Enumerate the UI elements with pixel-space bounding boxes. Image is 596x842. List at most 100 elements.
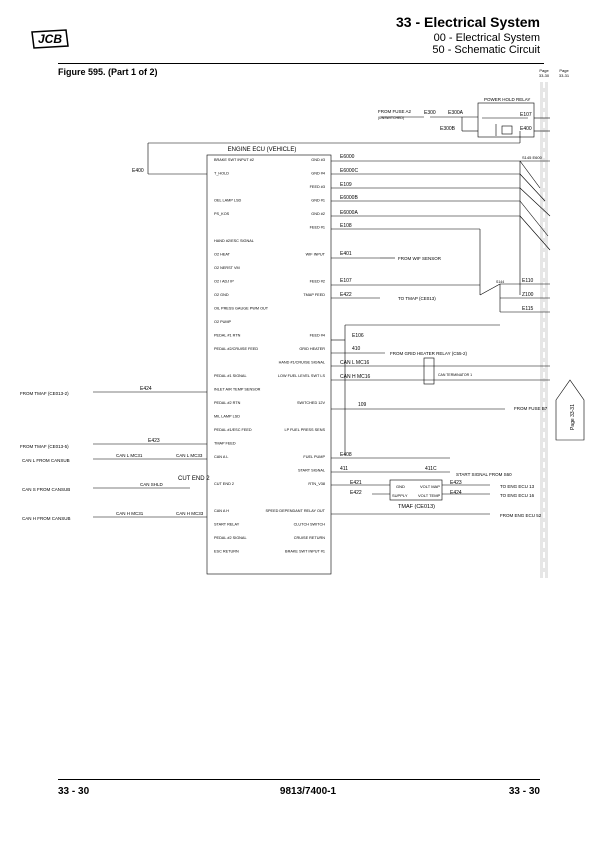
ecu-left-pin: T_HOLD — [214, 172, 229, 176]
ecu-left-pin: INLET AIR TEMP SENSOR — [214, 388, 261, 392]
logo-text: JCB — [38, 32, 62, 46]
wire-E107: E107 — [340, 278, 352, 284]
wire-411C: 411C — [425, 466, 437, 472]
section-subtitle: 00 - Electrical System — [433, 32, 540, 44]
wire-E115: E115 — [522, 306, 534, 312]
wire-E300B: E300B — [440, 126, 456, 132]
label-can-h-mc33: CAN H MC33 — [176, 511, 204, 516]
tmaf-box — [389, 479, 443, 501]
ecu-right-pin: GND #1 — [311, 199, 325, 203]
ecu-left-pin: O2 NERST VM — [214, 266, 240, 270]
page-tab-left-label: Page — [539, 68, 549, 73]
page-tab-right-label: Page — [559, 68, 569, 73]
ecu-left-pin: PS_KOS — [214, 212, 230, 216]
wire-411: 411 — [340, 466, 348, 472]
label-from-tmaf-2: FROM TMAF (CE013-2) — [20, 391, 69, 396]
wire-E423-b: E423 — [450, 480, 462, 486]
ecu-left-pin: O2 I ADJ IP — [214, 280, 234, 284]
label-can-l-mc31: CAN L MC31 — [116, 453, 143, 458]
ecu-right-pin: FEED #1 — [310, 226, 325, 230]
ecu-left-pin: CAN A L — [214, 455, 228, 459]
label-to-eng-ecu-16: TO ENG ECU 16 — [500, 493, 535, 498]
ecu-left-pin: START RELAY — [214, 523, 240, 527]
ecu-right-pin: GND #2 — [311, 212, 325, 216]
page-tab-right[interactable]: Page 33-31 — [554, 68, 574, 78]
wire-E424-b: E424 — [450, 490, 462, 496]
label-can-h-mc31: CAN H MC31 — [116, 511, 144, 516]
footer-rule — [58, 779, 540, 780]
label-volt-map: VOLT MAP — [420, 484, 440, 489]
wire-E300A: E300A — [448, 110, 464, 116]
label-fuse-b7: FROM FUSE B7 — [514, 406, 548, 411]
wire-E422: E422 — [340, 292, 352, 298]
ecu-right-pin: FEED #3 — [310, 185, 325, 189]
ecu-left-pin: O2 GND — [214, 293, 229, 297]
label-volt-temp: VOLT TEMP — [418, 493, 441, 498]
ecu-left-pin: TMAP FEED — [214, 442, 236, 446]
label-terminator: CAN TERMINATOR 1 — [438, 373, 472, 377]
splice-e600: S145 E600 — [522, 155, 543, 160]
label-from-tmaf-5: FROM TMAF (CE013-5) — [20, 444, 69, 449]
ecu-left-pin: ESC RETURN — [214, 550, 239, 554]
page-tab-left[interactable]: Page 33-30 — [534, 68, 554, 78]
ecu-right-pin: START SIGNAL — [298, 469, 325, 473]
label-fuse-a2: FROM FUSE A2 — [378, 109, 412, 114]
footer-doc-number: 9813/7400-1 — [279, 786, 337, 797]
label-supply: SUPPLY — [392, 493, 408, 498]
wire-E6000B: E6000B — [340, 195, 358, 201]
jcb-logo: JCB — [30, 28, 70, 55]
ecu-left-pin: PEDAL #2/CRUISE FEED — [214, 347, 258, 351]
wire-E109: E109 — [340, 182, 352, 188]
ecu-box — [206, 154, 332, 575]
ecu-left-pin: HAND #2/ESC SIGNAL — [214, 239, 254, 243]
wire-E6000A: E6000A — [340, 210, 358, 216]
ecu-left-pin: CUT END 2 — [214, 482, 234, 486]
ecu-right-pin: GND #3 — [311, 158, 325, 162]
label-power-hold-relay: POWER HOLD RELAY — [484, 97, 530, 102]
ecu-right-pin: SPEED DEPENDANT RELAY OUT — [265, 509, 325, 513]
figure-caption: Figure 595. (Part 1 of 2) — [58, 67, 158, 77]
label-page-ref[interactable]: Page 33-31 — [570, 404, 576, 430]
wire-E408: E408 — [340, 452, 352, 458]
ecu-right-pin: TMAP FEED — [303, 293, 325, 297]
ecu-right-pin: RTN_V38 — [308, 482, 325, 486]
label-from-wif: FROM WIF SENSOR — [398, 256, 442, 261]
ecu-right-pin: FEED #4 — [310, 334, 325, 338]
ecu-right-pin: GRID HEATER — [299, 347, 325, 351]
page-tab-left-value: 33-30 — [538, 73, 550, 78]
label-can-l-from: CAN L FROM CANSUB — [22, 458, 70, 463]
wire-E400-left: E400 — [132, 168, 144, 174]
ecu-title: ENGINE ECU (VEHICLE) — [228, 147, 297, 153]
ecu-right-pin: HAND #1/CRUISE SIGNAL — [279, 361, 325, 365]
footer-page-right: 33 - 30 — [508, 786, 540, 797]
ecu-right-pin: LP FUEL PRESS SENS — [284, 428, 325, 432]
label-grid-heater: FROM GRID HEATER RELAY (C55-2) — [390, 351, 468, 356]
label-tmaf: TMAF (CE013) — [398, 504, 435, 510]
ecu-right-pin: FEED #2 — [310, 280, 325, 284]
page-tabs: Page 33-30 Page 33-31 — [534, 68, 574, 82]
label-to-eng-ecu-13: TO ENG ECU 13 — [500, 484, 535, 489]
ecu-left-pin: O2 PUMP — [214, 320, 232, 324]
ecu-left-pin: PEDAL #2 SIGNAL — [214, 536, 247, 540]
ecu-left-pin: OEL LAMP LSD — [214, 199, 241, 203]
ecu-left-pin: OIL PRESS GAUGE PWM OUT — [214, 307, 269, 311]
label-can-shld: CAN SHLD — [140, 482, 164, 487]
wire-E108: E108 — [340, 223, 352, 229]
wire-E110: E110 — [522, 278, 534, 284]
ecu-left-pin: PEDAL #1/ESC FEED — [214, 428, 252, 432]
ecu-right-pin: BRAKE SWT INPUT #1 — [285, 550, 325, 554]
label-can-h-from: CAN H FROM CANSUB — [22, 516, 71, 521]
ecu-left-pin: O2 HEAT — [214, 253, 231, 257]
section-title: 33 - Electrical System — [396, 14, 540, 30]
wire-E107-top: E107 — [520, 112, 532, 118]
wire-E106: E106 — [352, 333, 364, 339]
wire-E422-b: E422 — [350, 490, 362, 496]
wire-E400-top: E400 — [520, 126, 532, 132]
label-cut-end-2: CUT END 2 — [178, 476, 210, 482]
ecu-left-pin: PEDAL #1 SIGNAL — [214, 374, 247, 378]
splice-s144: S144 — [496, 280, 504, 284]
ecu-right-pin: GND #4 — [311, 172, 325, 176]
ecu-left-pin: BRAKE SWT INPUT #2 — [214, 158, 254, 162]
